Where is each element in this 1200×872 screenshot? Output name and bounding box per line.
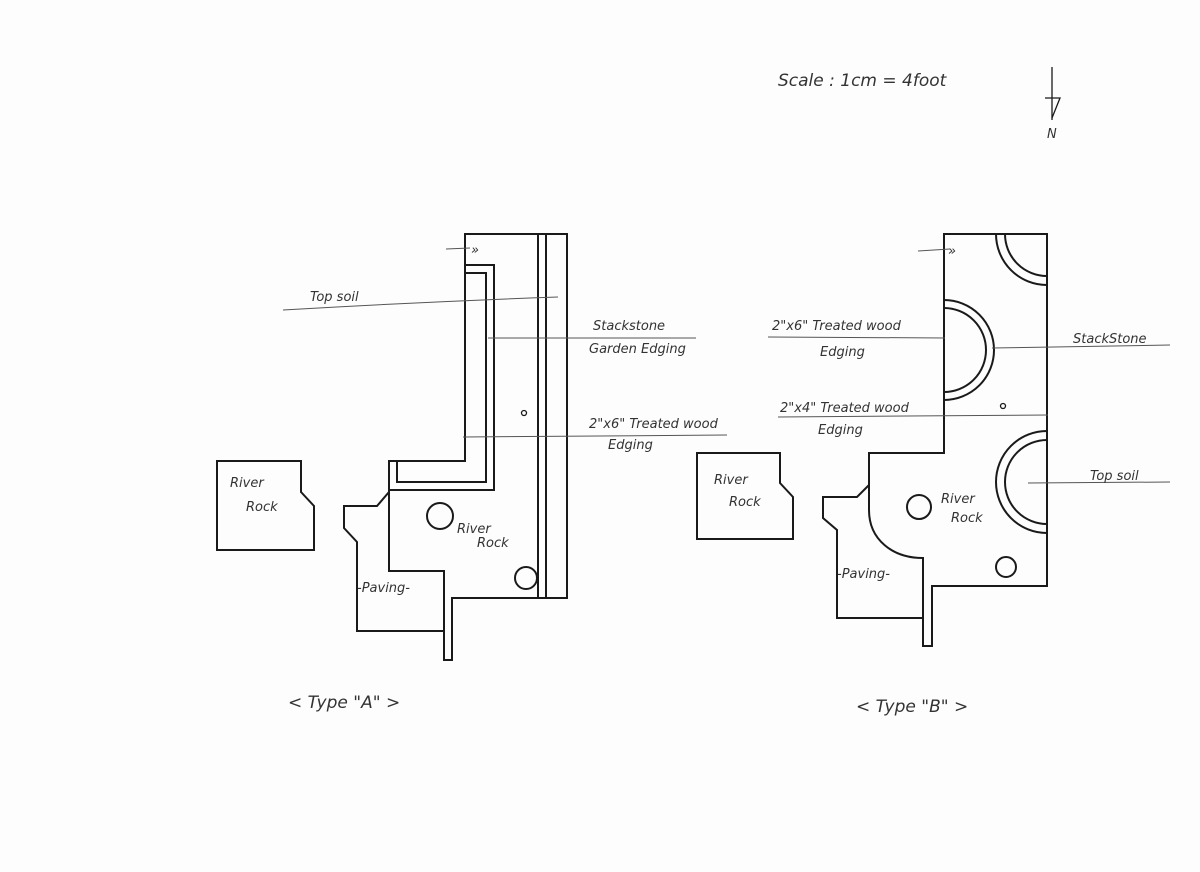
- north-label: N: [1047, 127, 1057, 142]
- label-top-soil: Top soil: [310, 290, 359, 305]
- type-a-river-rock-box: [216, 460, 315, 551]
- label-river-rock-box: Rock: [729, 495, 761, 510]
- label-garden-edging: Garden Edging: [589, 342, 686, 357]
- type-a-channel-inner: [396, 272, 487, 483]
- label-treated-wood: 2"x6" Treated wood: [589, 417, 719, 432]
- label-river-rock: Rock: [951, 511, 983, 526]
- type-b-stackstone-ring: [943, 299, 995, 401]
- type-b-plan: » 2"x6" Treated wood Edging 2"x4" Treate…: [696, 233, 1171, 717]
- type-a-paving: [343, 491, 444, 632]
- leader-line: [777, 414, 1049, 418]
- entry-arrow-icon: »: [948, 244, 956, 259]
- leader-line: [767, 336, 946, 339]
- type-b-boulder: [906, 494, 932, 520]
- type-a-channel-outer: [389, 264, 495, 491]
- type-b-river-rock-box: [696, 452, 794, 540]
- type-a-boulder: [426, 502, 454, 530]
- label-river-rock: Rock: [477, 536, 509, 551]
- label-edging: Edging: [818, 423, 863, 438]
- entry-arrow-icon: [445, 247, 471, 250]
- caption-type-b: < Type "B" >: [856, 697, 968, 717]
- type-b-marker: [999, 402, 1007, 410]
- leader-line: [462, 434, 728, 438]
- type-b-stackstone-ring: [943, 307, 987, 393]
- leader-line: [991, 344, 1171, 349]
- type-b-stackstone-ring: [1004, 439, 1048, 525]
- label-paving: -Paving-: [837, 567, 890, 582]
- label-edging: Edging: [608, 438, 653, 453]
- type-a-outline: [388, 233, 568, 661]
- label-river-rock-box: River: [230, 476, 265, 491]
- label-edging: Edging: [820, 345, 865, 360]
- label-stackstone: StackStone: [1073, 332, 1147, 347]
- type-b-stackstone-ring: [995, 430, 1048, 534]
- type-b-boulder: [995, 556, 1017, 578]
- type-a-plan: » Top soil Stackstone Garden Edging 2"x6…: [216, 233, 728, 713]
- entry-arrow-icon: [917, 248, 951, 252]
- scale-note: Scale : 1cm = 4foot: [778, 71, 948, 91]
- caption-type-a: < Type "A" >: [288, 693, 400, 713]
- label-river-rock-box: River: [714, 473, 749, 488]
- entry-arrow-icon: »: [471, 243, 479, 258]
- type-a-boulder: [514, 566, 538, 590]
- label-river-rock-box: Rock: [246, 500, 278, 515]
- label-paving: -Paving-: [357, 581, 410, 596]
- type-a-marker: [520, 409, 528, 417]
- label-river-rock: River: [941, 492, 976, 507]
- north-arrow-icon: [1045, 67, 1061, 120]
- type-b-stackstone-ring: [995, 233, 1048, 286]
- label-top-soil: Top soil: [1090, 469, 1139, 484]
- type-b-outline: [868, 233, 1048, 647]
- label-treated-wood-2x6: 2"x6" Treated wood: [772, 319, 902, 334]
- label-river-rock: River: [457, 522, 492, 537]
- leader-line: [1027, 481, 1171, 484]
- leader-line: [282, 296, 559, 311]
- type-b-stackstone-ring: [1004, 233, 1048, 277]
- type-b-paving: [822, 484, 923, 619]
- label-stackstone: Stackstone: [593, 319, 665, 334]
- label-treated-wood-2x4: 2"x4" Treated wood: [780, 401, 910, 416]
